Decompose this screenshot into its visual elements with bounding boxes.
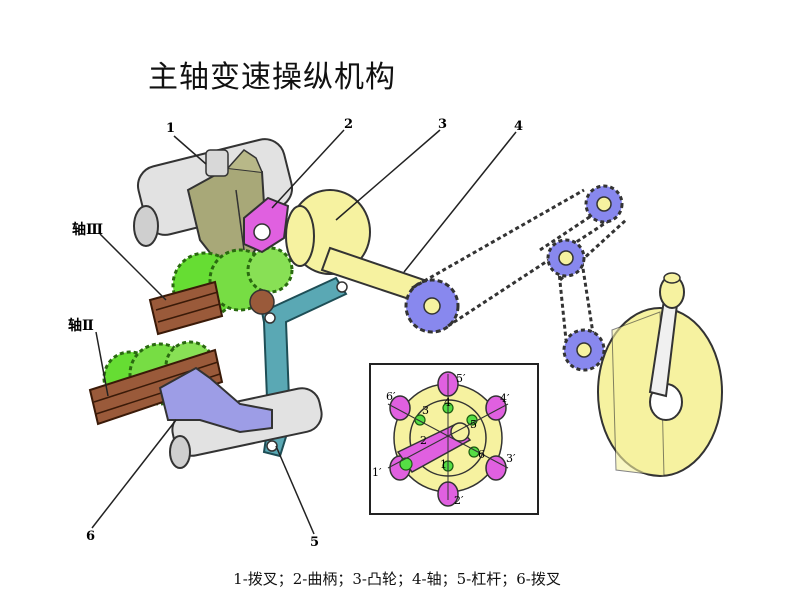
callout-5: 5 — [310, 535, 319, 550]
callout-4: 4 — [514, 119, 523, 134]
leader-lines — [91, 129, 517, 535]
legend-caption: 1-拨叉；2-曲柄；3-凸轮；4-轴；5-杠杆；6-拨叉 — [233, 570, 561, 588]
page-title: 主轴变速操纵机构 — [148, 60, 396, 95]
sprocket-lower — [404, 278, 460, 334]
inset-label-1prime: 1′ — [372, 466, 382, 479]
crank-2 — [243, 196, 290, 254]
handwheel — [597, 272, 723, 477]
inset-label-2: 2 — [420, 434, 427, 447]
inset-label-5prime: 5′ — [456, 372, 466, 385]
callout-3: 3 — [438, 117, 447, 132]
splined-shaft-iii — [148, 280, 224, 336]
sprocket-middle — [546, 238, 586, 278]
callout-2: 2 — [344, 117, 353, 132]
label-shaft-ii: 轴Ⅱ — [68, 317, 94, 334]
inset-label-5: 5 — [470, 418, 477, 431]
cam-3 — [285, 189, 371, 275]
inset-label-2prime: 2′ — [454, 494, 464, 507]
inset-label-4: 4 — [444, 396, 451, 409]
fork-6 — [158, 366, 273, 434]
callout-1: 1 — [166, 121, 175, 136]
sprocket-handwheel — [562, 328, 606, 372]
inset-detail — [369, 363, 539, 515]
inset-label-6prime: 6′ — [386, 390, 396, 403]
inset-labels: 5′ 4′ 6′ 3′ 1′ 2′ 3 4 5 6 2 1 — [372, 372, 516, 507]
inset-label-4prime: 4′ — [500, 392, 510, 405]
sprocket-upper — [584, 184, 624, 224]
inset-label-3: 3 — [422, 404, 429, 417]
inset-label-1: 1 — [440, 458, 447, 471]
inset-label-3prime: 3′ — [506, 452, 516, 465]
inset-label-6: 6 — [478, 448, 485, 461]
label-shaft-iii: 轴Ⅲ — [72, 221, 103, 238]
callout-6: 6 — [86, 529, 95, 544]
